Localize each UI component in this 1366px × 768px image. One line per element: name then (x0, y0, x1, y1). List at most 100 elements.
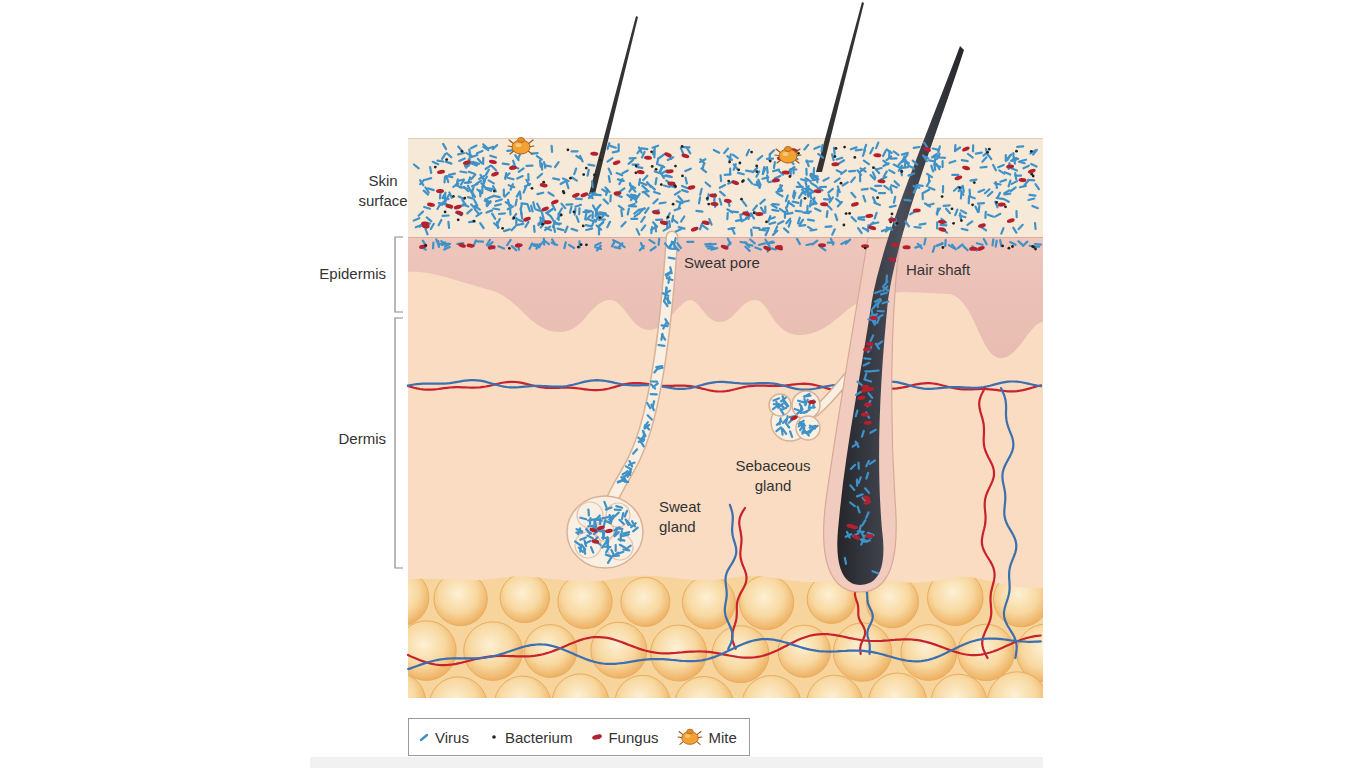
fat-cell (740, 575, 794, 629)
virus-mark (617, 144, 619, 150)
virus-mark (533, 202, 534, 208)
virus-mark (796, 210, 802, 213)
blood-vessel (725, 505, 737, 649)
virus-mark (424, 207, 430, 209)
virus-mark (620, 210, 623, 216)
virus-mark (615, 532, 619, 536)
virus-mark (459, 158, 465, 161)
virus-mark (828, 242, 834, 244)
virus-mark (564, 242, 566, 248)
virus-mark (988, 154, 992, 159)
legend-sample (590, 726, 604, 748)
virus-mark (846, 240, 850, 244)
illustration-part (575, 532, 601, 558)
bacterium-mark (651, 165, 654, 168)
virus-mark (700, 159, 705, 162)
virus-mark (730, 154, 731, 160)
virus-mark (1024, 166, 1029, 169)
hair-follicle (824, 238, 900, 592)
fungus-mark (851, 201, 860, 207)
mite-symbol (679, 729, 703, 744)
virus-mark (414, 165, 419, 169)
virus-mark (714, 150, 719, 153)
virus-mark (837, 170, 842, 173)
virus-mark (480, 223, 483, 228)
virus-mark (576, 198, 582, 201)
virus-mark (425, 178, 431, 180)
virus-mark (805, 395, 811, 398)
virus-mark (798, 218, 800, 224)
virus-mark (968, 190, 971, 196)
virus-mark (774, 398, 780, 400)
virus-mark (616, 506, 622, 508)
virus-mark (700, 224, 702, 230)
virus-mark (655, 172, 661, 174)
virus-mark (440, 242, 446, 244)
bacterium-mark (445, 158, 448, 161)
virus-mark (933, 149, 939, 150)
virus-mark (944, 240, 947, 246)
virus-mark (937, 243, 942, 246)
bacterium-mark (737, 168, 740, 171)
virus-mark (920, 223, 926, 226)
virus-mark (856, 442, 859, 447)
fungus-mark (763, 245, 772, 252)
virus-mark (504, 229, 510, 231)
virus-mark (1031, 164, 1036, 167)
virus-mark (873, 571, 879, 573)
virus-mark (710, 243, 716, 246)
virus-mark (799, 423, 804, 426)
virus-mark (449, 192, 451, 198)
virus-mark (813, 426, 818, 429)
virus-mark (807, 244, 813, 245)
virus-mark (726, 213, 729, 219)
legend-sample (487, 726, 501, 748)
virus-mark (537, 204, 540, 209)
virus-mark (1009, 181, 1011, 187)
fat-cell (591, 622, 647, 678)
fungus-mark (888, 218, 896, 222)
fungus-mark (687, 185, 696, 191)
blood-vessels (408, 380, 1041, 669)
virus-mark (1036, 184, 1039, 189)
virus-mark (790, 431, 792, 437)
dermis-layer (408, 237, 1043, 588)
virus-mark (1004, 199, 1009, 202)
virus-mark (443, 193, 446, 198)
fat-cell (408, 674, 426, 698)
bacterium-mark (424, 244, 427, 247)
virus-mark (909, 166, 914, 169)
virus-mark (786, 416, 787, 422)
bacterium-mark (463, 197, 466, 200)
virus-mark (508, 200, 509, 206)
virus-mark (928, 175, 930, 181)
virus-mark (469, 172, 475, 174)
virus-mark (758, 156, 763, 160)
virus-mark (799, 200, 802, 206)
virus-mark (1007, 155, 1010, 160)
virus-mark (890, 206, 896, 207)
virus-mark (937, 208, 940, 213)
virus-mark (804, 410, 809, 413)
part-label: Sweat gland (659, 497, 715, 537)
virus-mark (741, 241, 747, 244)
virus-mark (877, 301, 880, 307)
fungus-mark (421, 221, 429, 225)
virus-mark (425, 229, 427, 235)
virus-mark (783, 429, 787, 434)
virus-mark (811, 183, 816, 186)
bacterium-mark (569, 177, 572, 180)
fungus-mark (813, 189, 821, 194)
fungus-symbol (592, 733, 603, 740)
illustration-part (792, 391, 820, 419)
virus-mark (891, 185, 897, 187)
bacterium-mark (872, 166, 875, 169)
virus-mark (755, 247, 761, 249)
virus-mark (961, 210, 966, 213)
virus-mark (604, 502, 606, 508)
virus-mark (653, 401, 654, 407)
virus-mark (955, 210, 957, 216)
virus-mark (768, 243, 774, 244)
bacterium-mark (896, 222, 899, 225)
fungus-mark (998, 202, 1006, 207)
